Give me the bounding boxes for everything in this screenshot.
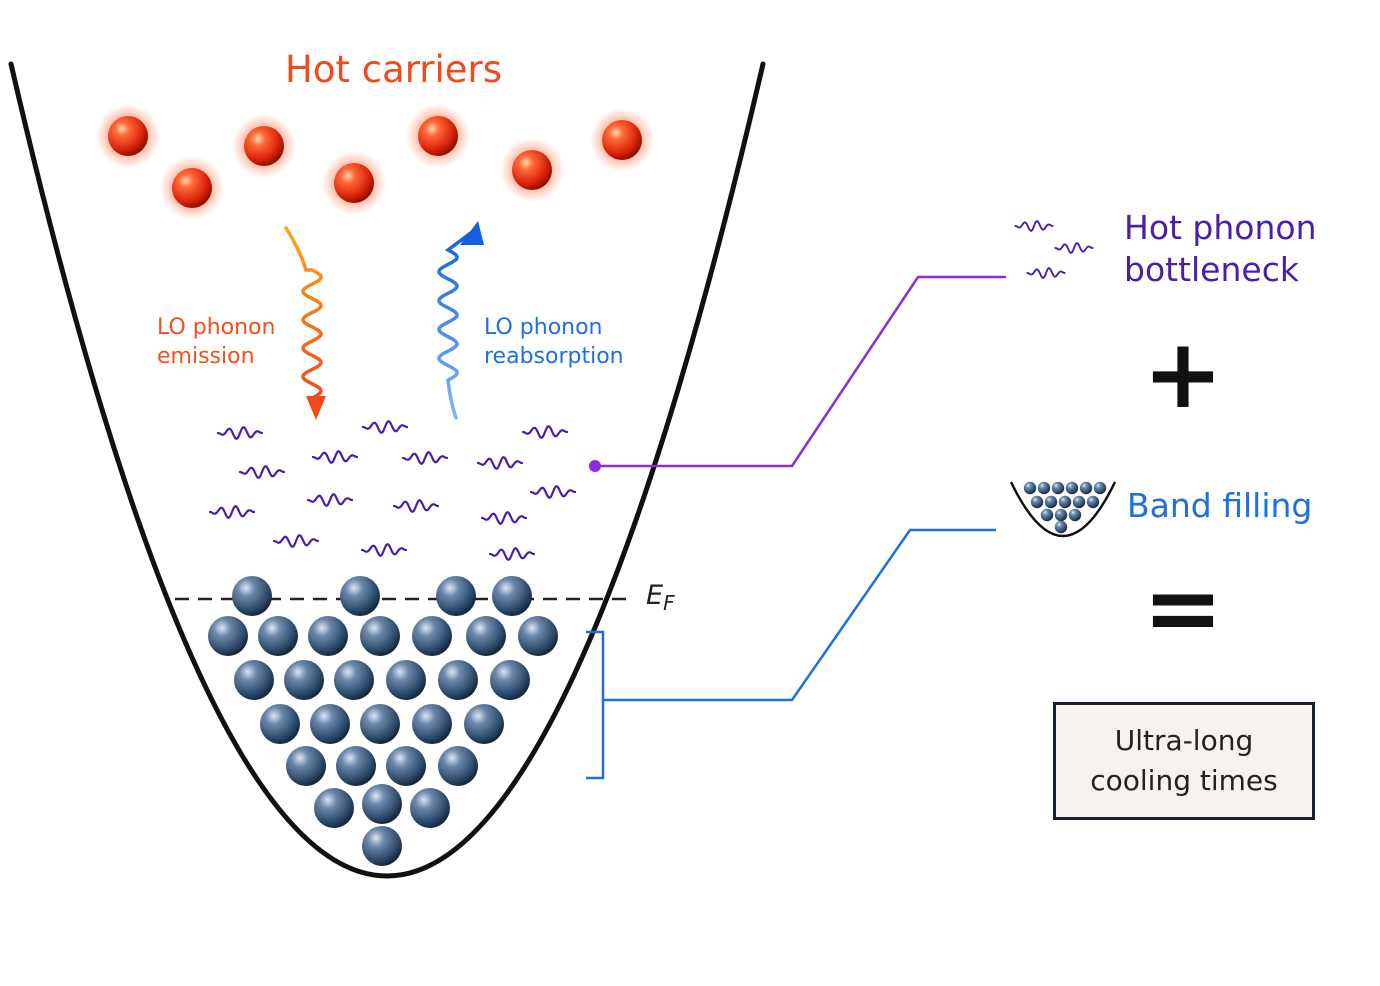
lo-phonon-reabsorption-arrow: [437, 221, 484, 420]
band-icon-electron: [1068, 508, 1082, 522]
electron: [334, 660, 374, 700]
electron: [490, 660, 530, 700]
electron: [286, 746, 326, 786]
band-icon-electron: [1051, 481, 1065, 495]
phonon: [529, 484, 577, 500]
band-filling-connector: [586, 528, 996, 780]
phonon: [306, 492, 354, 508]
electron: [234, 660, 274, 700]
emission-label-line1: LO phonon: [157, 315, 276, 340]
electron: [310, 704, 350, 744]
lo-phonon-emission-label: LO phonon emission: [157, 313, 276, 371]
electron: [314, 788, 354, 828]
electron: [360, 616, 400, 656]
hot-carrier: [334, 163, 374, 203]
electron: [386, 746, 426, 786]
hot-carrier: [172, 168, 212, 208]
electron: [362, 826, 402, 866]
electron: [464, 704, 504, 744]
phonon: [392, 498, 440, 514]
phonon: [488, 546, 536, 562]
phonon: [272, 533, 320, 549]
phonon: [1054, 242, 1094, 254]
electron: [208, 616, 248, 656]
electron: [232, 576, 272, 616]
electron: [412, 616, 452, 656]
band-icon-electron: [1044, 495, 1058, 509]
phonon: [1026, 267, 1066, 279]
electron: [438, 746, 478, 786]
phonon: [208, 504, 256, 520]
band-icon-electron: [1040, 508, 1054, 522]
reabsorption-label-line2: reabsorption: [484, 344, 624, 369]
bottleneck-label-line2: bottleneck: [1124, 250, 1299, 289]
band-icon-electron: [1023, 481, 1037, 495]
electron: [466, 616, 506, 656]
band-icon-electron: [1093, 481, 1107, 495]
hot-phonon-bottleneck-label: Hot phonon bottleneck: [1124, 207, 1317, 291]
filled-states-group: [208, 576, 558, 866]
electron: [308, 616, 348, 656]
band-icon-electron: [1065, 481, 1079, 495]
electron: [412, 704, 452, 744]
band-icon-electron: [1054, 508, 1068, 522]
phonon: [238, 464, 286, 480]
phonon: [361, 419, 409, 435]
lo-phonon-emission-arrow: [284, 226, 326, 420]
electron: [362, 784, 402, 824]
hot-carriers-group: [96, 104, 654, 220]
plus-sign: +: [1142, 318, 1224, 430]
hot-carrier: [418, 116, 458, 156]
bottleneck-connector: [589, 275, 1006, 472]
equals-sign: =: [1142, 552, 1224, 664]
fermi-level-label: EF: [646, 580, 675, 615]
bottleneck-label-line1: Hot phonon: [1124, 208, 1317, 247]
band-icon-electron: [1030, 495, 1044, 509]
band-filling-label: Band filling: [1127, 486, 1313, 525]
fermi-subscript: F: [663, 591, 675, 615]
wavy-phonon-icon: [1014, 220, 1094, 279]
band-icon-electron: [1058, 495, 1072, 509]
phonon-cloud-group: [208, 419, 577, 562]
result-box: Ultra-long cooling times: [1053, 702, 1315, 820]
hot-carrier: [108, 116, 148, 156]
electron: [360, 704, 400, 744]
hot-carrier: [244, 126, 284, 166]
electron: [492, 576, 532, 616]
hot-carriers-title: Hot carriers: [285, 48, 503, 91]
electron: [336, 746, 376, 786]
phonon: [311, 449, 359, 465]
reabsorption-label-line1: LO phonon: [484, 315, 603, 340]
electron: [260, 704, 300, 744]
electron: [258, 616, 298, 656]
band-icon-electron: [1072, 495, 1086, 509]
emission-label-line2: emission: [157, 344, 255, 369]
electron: [438, 660, 478, 700]
result-text: Ultra-long cooling times: [1090, 724, 1278, 797]
phonon: [521, 424, 569, 440]
conduction-band-curve: [8, 61, 766, 879]
lo-phonon-reabsorption-label: LO phonon reabsorption: [484, 313, 624, 371]
fermi-symbol: E: [646, 580, 664, 611]
phonon: [476, 455, 524, 471]
electron: [410, 788, 450, 828]
phonon: [480, 510, 528, 526]
band-icon-electron: [1054, 520, 1068, 534]
band-icon-electron: [1079, 481, 1093, 495]
phonon: [401, 450, 449, 466]
electron: [436, 576, 476, 616]
electron: [518, 616, 558, 656]
filled-band-icon: [1009, 481, 1117, 538]
electron: [340, 576, 380, 616]
electron: [284, 660, 324, 700]
phonon: [360, 542, 408, 558]
phonon: [216, 425, 264, 441]
band-icon-electron: [1037, 481, 1051, 495]
phonon: [1014, 220, 1054, 232]
electron: [386, 660, 426, 700]
hot-carrier: [512, 150, 552, 190]
hot-carrier: [602, 120, 642, 160]
band-icon-electron: [1086, 495, 1100, 509]
